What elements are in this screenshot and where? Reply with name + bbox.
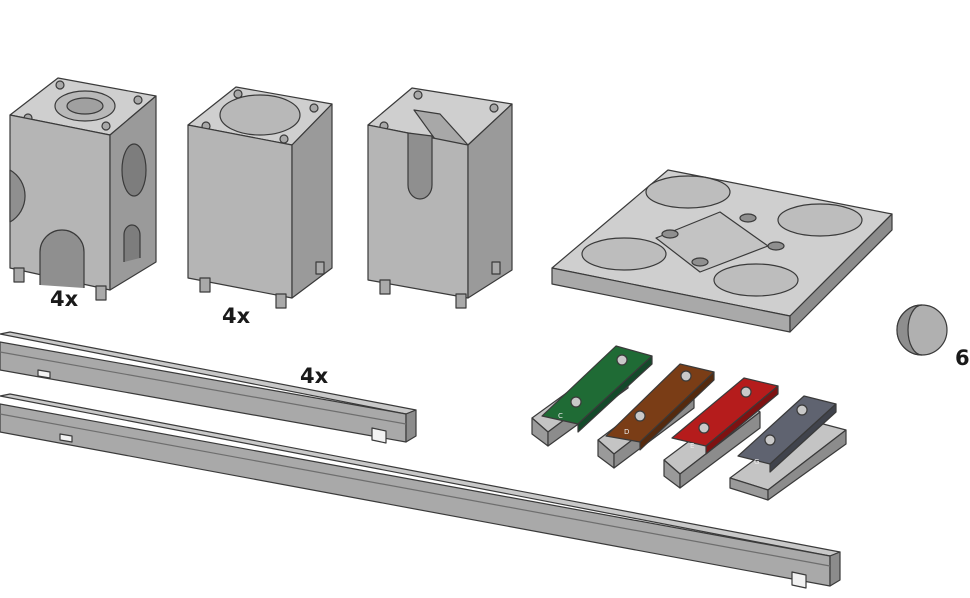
- cube-cross-holes: [9, 77, 157, 301]
- cube-plain: [187, 86, 333, 309]
- key-g-letter: G: [754, 458, 759, 466]
- key-e-letter: E: [690, 442, 694, 450]
- xylophone-key-e: [663, 377, 779, 489]
- long-rail: [0, 393, 841, 589]
- cube-plain-quantity: 4x: [222, 304, 251, 328]
- short-rail: [0, 331, 417, 444]
- key-c-letter: C: [558, 412, 563, 420]
- ball: [896, 304, 948, 356]
- rail-quantity: 4x: [300, 364, 329, 388]
- bowl-plate: [551, 169, 893, 333]
- ball-quantity: 6: [955, 346, 970, 370]
- cube-slot: [367, 87, 513, 309]
- key-d-letter: D: [624, 428, 629, 436]
- xylophone-key-d: [597, 363, 715, 469]
- xylophone-key-g: [729, 395, 847, 501]
- cube-cross-quantity: 4x: [50, 287, 79, 311]
- xylophone-key-c: [531, 345, 653, 447]
